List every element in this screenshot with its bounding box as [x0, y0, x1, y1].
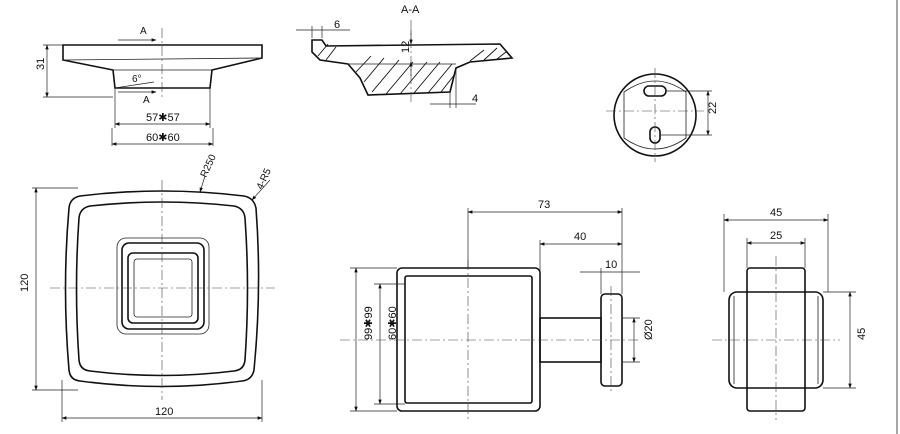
- end-view: 45 25 45: [712, 207, 868, 420]
- section-marker-top: A: [140, 26, 147, 37]
- dim-end-inner: 25: [770, 230, 782, 242]
- dish-outer: [396, 267, 541, 412]
- section-marker-bottom: A: [143, 95, 150, 106]
- dim-plan-width: 120: [155, 406, 173, 418]
- dim-section-foot: 4: [472, 93, 478, 105]
- side-view: A A 31 6° 57✱57 60✱60: [35, 26, 263, 146]
- dim-front-outer: 99✱99: [363, 306, 375, 340]
- plan-outer-outline: [64, 190, 260, 388]
- dim-section-rim: 6: [334, 19, 340, 31]
- dim-plan-height: 120: [19, 274, 31, 292]
- section-title: A-A: [401, 4, 420, 16]
- plan-view: 120 120 R250 4-R5: [19, 153, 275, 422]
- dim-rod-diameter: Ø20: [643, 319, 655, 340]
- dish-inner: [404, 275, 533, 404]
- end-dish: [746, 267, 806, 412]
- assembly-side-view: 73 40 10 99✱99 60✱60 Ø20: [340, 199, 655, 420]
- dim-base-size: 57✱57: [146, 112, 180, 124]
- dim-mount-hole: 22: [707, 102, 719, 114]
- section-view: A-A 6 12 4: [296, 4, 514, 108]
- dim-end-width: 45: [770, 207, 782, 219]
- dim-bottom-size: 60✱60: [146, 132, 180, 144]
- dim-side-height: 31: [35, 58, 47, 70]
- dim-front-inner: 60✱60: [387, 306, 399, 340]
- mount-plate-view: 22: [606, 68, 719, 162]
- dim-depth-arm: 40: [574, 231, 586, 243]
- dim-depth-total: 73: [538, 199, 550, 211]
- dim-angle: 6°: [132, 74, 142, 85]
- plan-inner-outline: [75, 201, 249, 377]
- dim-end-height: 45: [856, 328, 868, 340]
- side-view-outline: [62, 44, 263, 89]
- dim-depth-plate: 10: [605, 259, 617, 271]
- dim-section-depth: 12: [400, 41, 412, 53]
- dim-radius-corner: 4-R5: [255, 167, 274, 192]
- dim-radius-outer: R250: [199, 153, 219, 180]
- section-hatch: [317, 43, 507, 95]
- section-outline: [311, 39, 514, 96]
